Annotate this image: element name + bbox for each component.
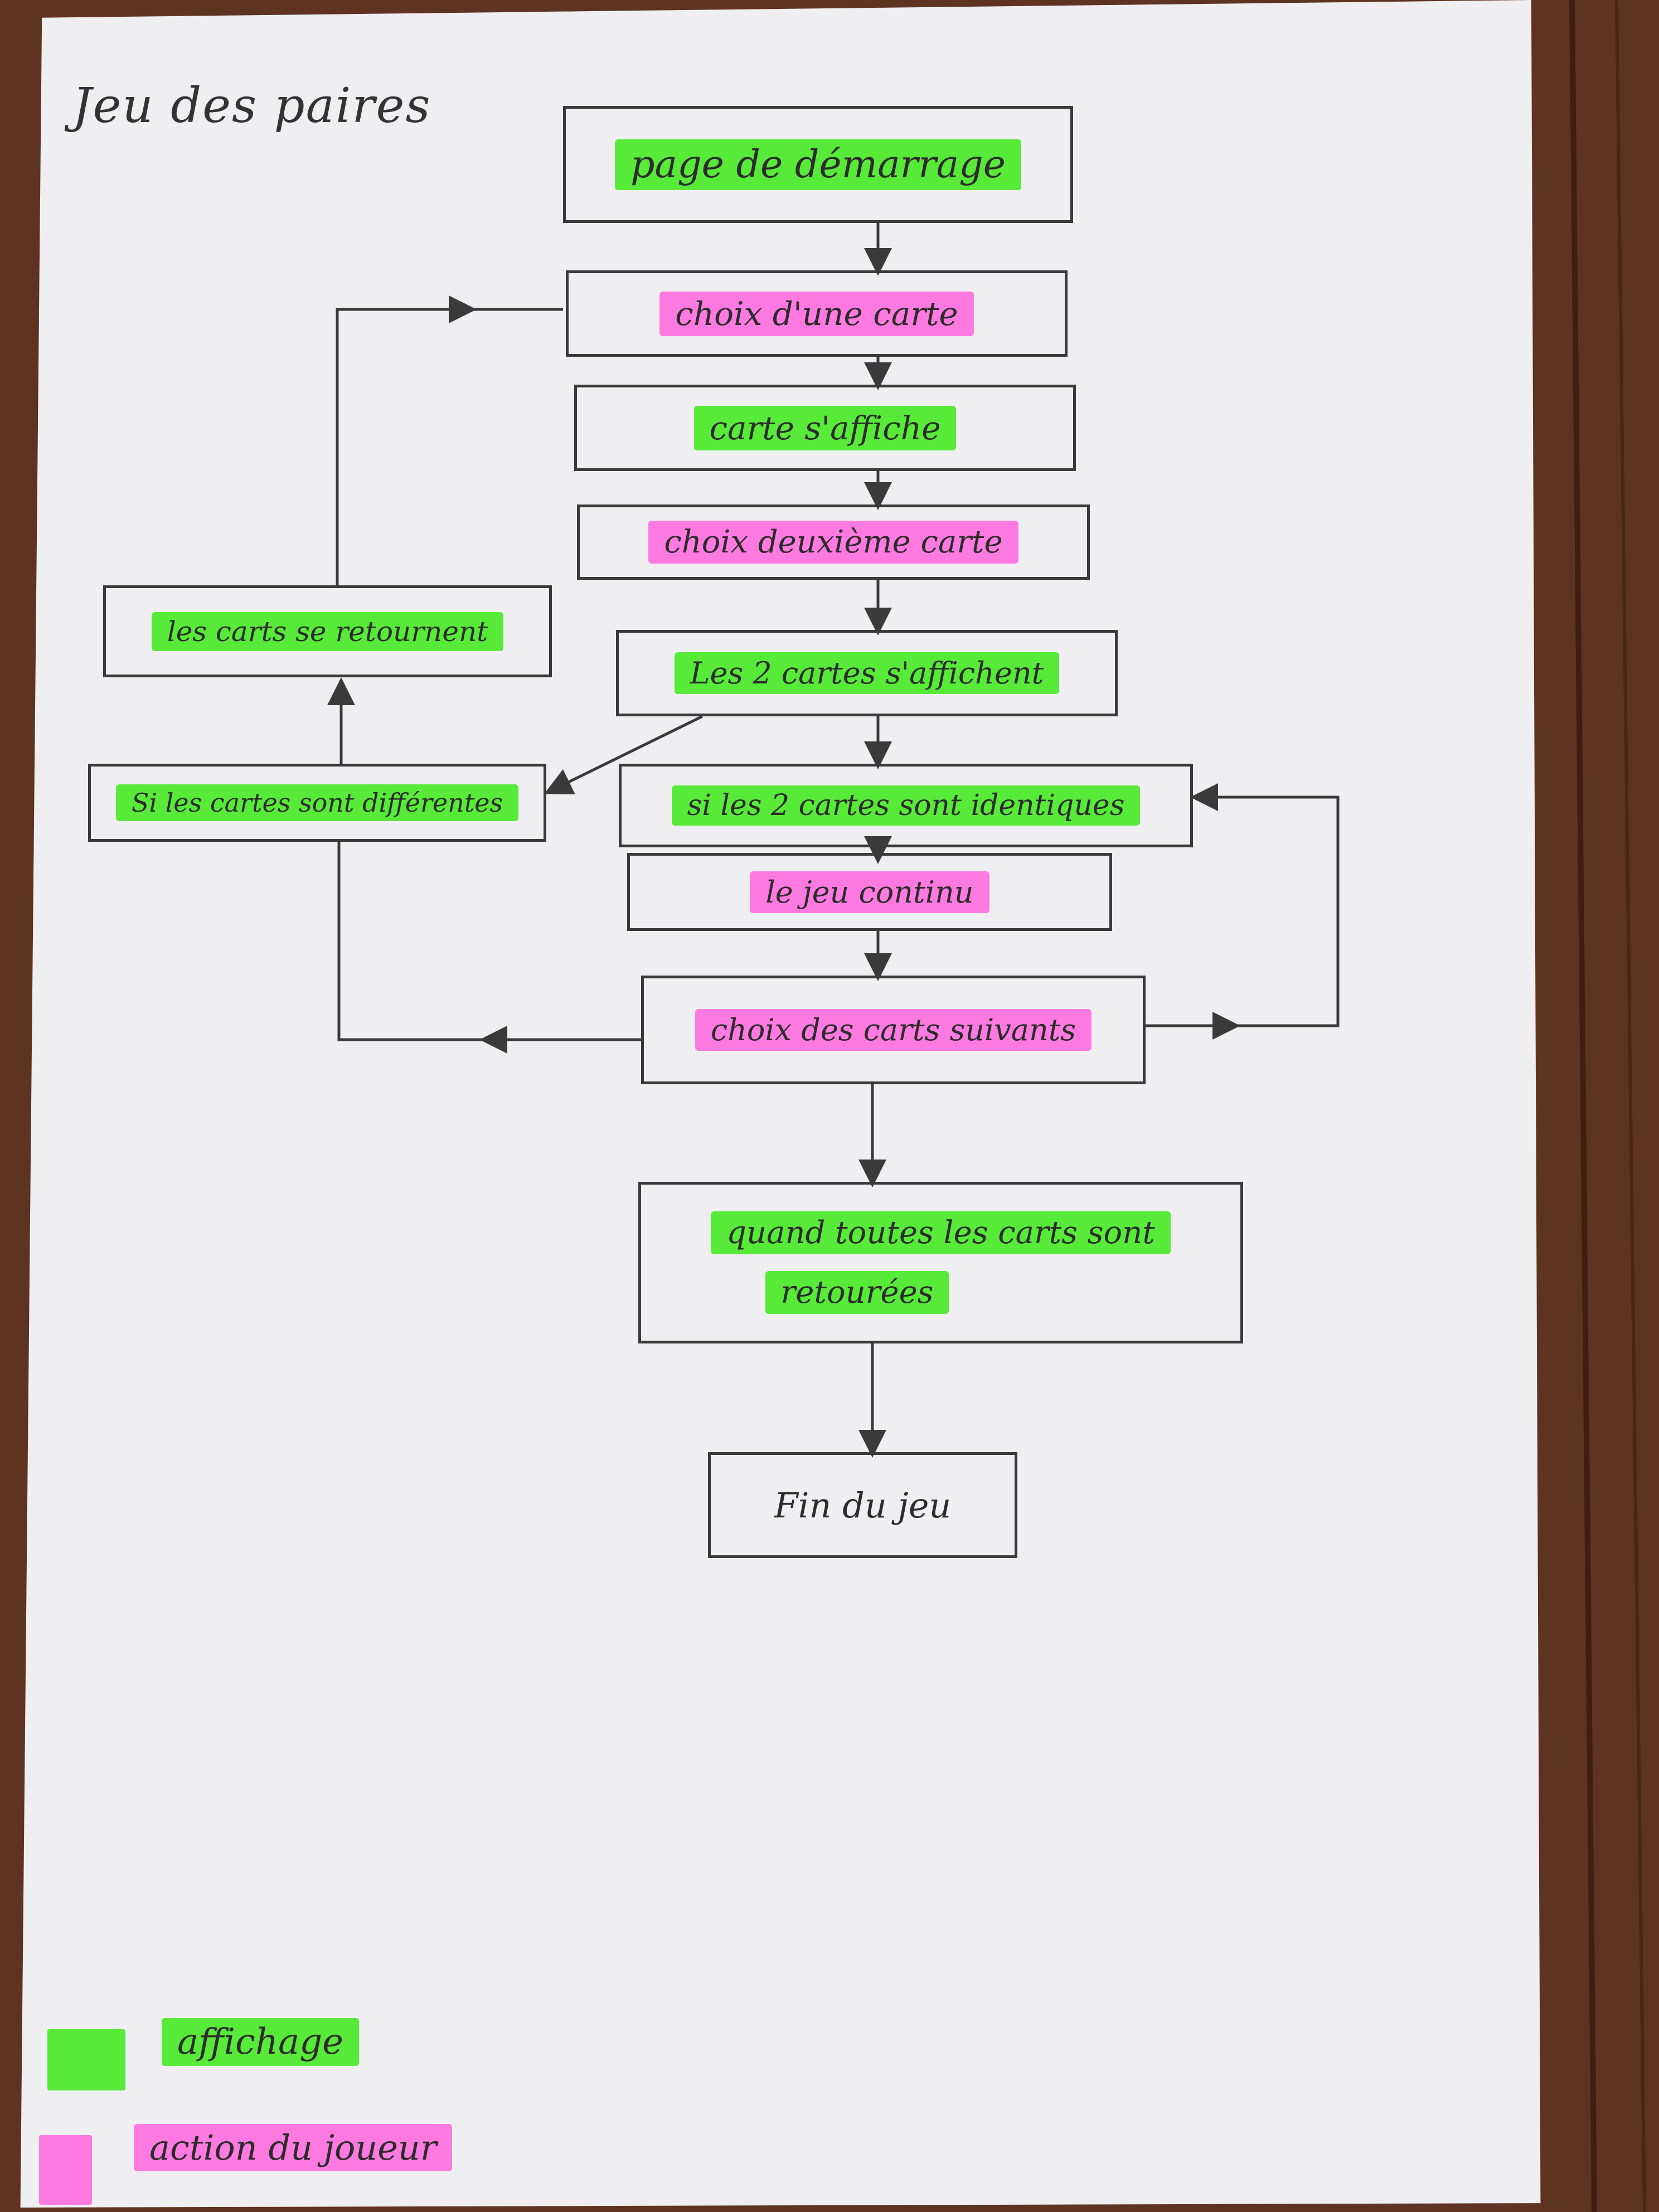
node-game-continues-label: le jeu continu	[750, 871, 989, 913]
node-choose-next-label: choix des carts suivants	[695, 1009, 1092, 1051]
node-start-page-label: page de démarrage	[615, 139, 1021, 190]
legend-display-swatch	[47, 2029, 125, 2090]
node-start-page: page de démarrage	[563, 106, 1073, 223]
node-choose-card: choix d'une carte	[566, 270, 1068, 357]
node-end-of-game: Fin du jeu	[708, 1452, 1017, 1558]
node-if-different-label: Si les cartes sont différentes	[115, 784, 519, 821]
node-game-continues: le jeu continu	[627, 853, 1112, 931]
node-choose-second-label: choix deuxième carte	[648, 521, 1018, 564]
node-choose-card-label: choix d'une carte	[659, 291, 974, 336]
node-card-shows-label: carte s'affiche	[693, 405, 957, 450]
node-all-flipped-label-line1: quand toutes les carts sont	[711, 1211, 1171, 1254]
legend-player-action-label: action du joueur	[134, 2124, 453, 2171]
node-choose-next: choix des carts suivants	[641, 976, 1146, 1084]
node-all-flipped-label-line2: retourées	[765, 1271, 949, 1314]
legend-display-label: affichage	[162, 2018, 360, 2066]
node-cards-flip-back-label: les carts se retournent	[151, 612, 504, 651]
node-card-shows: carte s'affiche	[574, 385, 1076, 471]
line-loop-right	[1235, 914, 1340, 1027]
node-if-identical-label: si les 2 cartes sont identiques	[671, 785, 1141, 826]
arrow-two-to-different	[544, 715, 704, 794]
line-to-different-box	[337, 842, 485, 1041]
node-two-cards-show-label: Les 2 cartes s'affichent	[674, 652, 1060, 694]
node-cards-flip-back: les carts se retournent	[103, 585, 552, 677]
arrow-loop-up	[1190, 783, 1340, 914]
legend-player-action-swatch	[39, 2135, 92, 2205]
node-if-different: Si les cartes sont différentes	[88, 764, 546, 842]
node-end-of-game-label: Fin du jeu	[774, 1485, 952, 1526]
node-two-cards-show: Les 2 cartes s'affichent	[616, 630, 1118, 716]
node-all-flipped: quand toutes les carts sont retourées	[638, 1182, 1243, 1343]
paper-sheet	[20, 0, 1541, 2208]
node-if-identical: si les 2 cartes sont identiques	[619, 764, 1193, 847]
arrow-flipback-to-choose	[336, 295, 477, 585]
diagram-title: Jeu des paires	[72, 78, 431, 134]
node-choose-second: choix deuxième carte	[577, 505, 1090, 580]
